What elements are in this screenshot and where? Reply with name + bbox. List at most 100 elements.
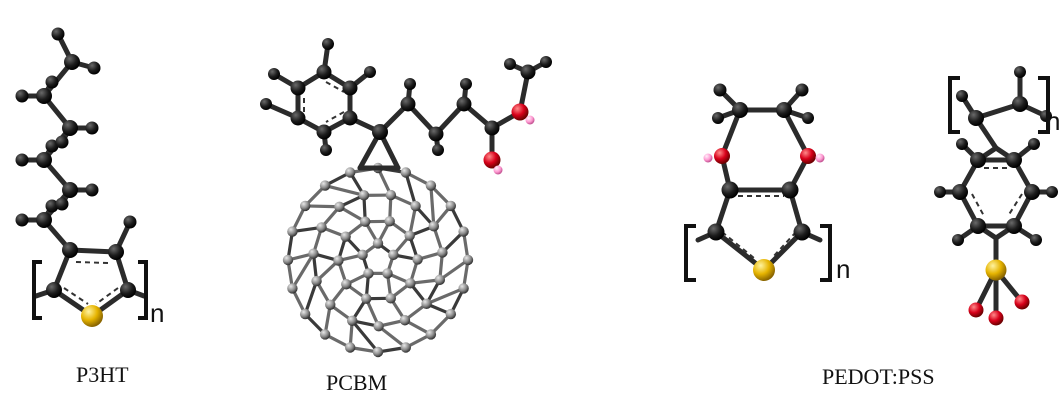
- pedot-bracket-right: [820, 226, 830, 280]
- fullerene-atom: [283, 255, 293, 265]
- fullerene-atom: [458, 226, 468, 236]
- carbon-atom: [16, 214, 29, 227]
- carbon-atom: [970, 152, 986, 168]
- carbon-atom: [934, 186, 946, 198]
- carbon-atom: [504, 58, 516, 70]
- oxygen-atom: [714, 148, 730, 164]
- fullerene-atom: [382, 268, 392, 278]
- carbon-atom: [1046, 186, 1058, 198]
- bond: [305, 281, 316, 314]
- carbon-atom: [46, 282, 62, 298]
- fullerene-atom: [429, 221, 439, 231]
- fullerene-atom: [463, 255, 473, 265]
- fullerene-atom: [446, 309, 456, 319]
- carbon-atom: [291, 81, 306, 96]
- carbon-atom: [372, 124, 388, 140]
- fullerene-atom: [373, 321, 383, 331]
- fullerene-atom: [446, 201, 456, 211]
- hydrogen-atom: [494, 166, 503, 175]
- p3ht-subscript: n: [150, 298, 164, 328]
- pss-bracket-left: [950, 78, 960, 132]
- fullerene-atom: [401, 167, 411, 177]
- fullerene-cage: [283, 163, 473, 357]
- carbon-atom: [432, 144, 444, 156]
- carbon-atom: [540, 56, 552, 68]
- carbon-atom: [485, 121, 500, 136]
- fullerene-atom: [373, 238, 383, 248]
- fullerene-atom: [347, 316, 357, 326]
- fullerene-atom: [334, 202, 344, 212]
- pss-subscript: n: [1046, 106, 1060, 136]
- carbon-atom: [317, 65, 332, 80]
- aromatic-bond: [972, 194, 984, 216]
- oxygen-atom: [989, 311, 1004, 326]
- fullerene-atom: [357, 250, 367, 260]
- carbon-atom: [776, 102, 792, 118]
- caption-pcbm: PCBM: [326, 370, 387, 396]
- carbon-atom: [86, 184, 99, 197]
- carbon-atom: [796, 84, 809, 97]
- carbon-atom: [1028, 138, 1040, 150]
- p3ht-structure: n: [16, 28, 165, 329]
- fullerene-atom: [458, 283, 468, 293]
- sulfur-atom: [753, 259, 775, 281]
- sulfur-atom: [81, 305, 103, 327]
- carbon-atom: [722, 182, 739, 199]
- fullerene-atom: [385, 216, 395, 226]
- fullerene-atom: [300, 309, 310, 319]
- fullerene-atom: [412, 254, 422, 264]
- carbon-atom: [952, 234, 964, 246]
- fullerene-atom: [333, 255, 343, 265]
- carbon-atom: [16, 90, 29, 103]
- fullerene-atom: [345, 342, 355, 352]
- oxygen-atom: [1015, 295, 1030, 310]
- fullerene-atom: [287, 226, 297, 236]
- fullerene-atom: [300, 201, 310, 211]
- carbon-atom: [802, 112, 814, 124]
- fullerene-atom: [359, 190, 369, 200]
- fullerene-atom: [320, 180, 330, 190]
- fullerene-atom: [341, 279, 351, 289]
- oxygen-atom: [800, 148, 816, 164]
- aromatic-bond: [722, 232, 754, 258]
- hydrogen-atom: [816, 154, 825, 163]
- pedot-subscript: n: [836, 254, 850, 284]
- carbon-atom: [782, 182, 799, 199]
- fullerene-atom: [345, 167, 355, 177]
- fullerene-atom: [388, 250, 398, 260]
- fullerene-atom: [361, 293, 371, 303]
- fullerene-atom: [435, 275, 445, 285]
- carbon-atom: [317, 125, 332, 140]
- fullerene-atom: [360, 216, 370, 226]
- fullerene-atom: [421, 299, 431, 309]
- carbon-atom: [521, 65, 536, 80]
- carbon-atom: [794, 224, 811, 241]
- carbon-atom: [1030, 234, 1042, 246]
- carbon-atom: [708, 224, 725, 241]
- carbon-atom: [1006, 218, 1022, 234]
- pcbm-structure: [260, 38, 552, 357]
- pedot-structure: n: [686, 84, 850, 285]
- carbon-atom: [291, 111, 306, 126]
- carbon-atom: [429, 127, 444, 142]
- carbon-atom: [404, 78, 416, 90]
- fullerene-atom: [405, 278, 415, 288]
- carbon-atom: [1006, 152, 1022, 168]
- carbon-atom: [16, 154, 29, 167]
- carbon-atom: [56, 198, 69, 211]
- carbon-atom: [457, 97, 472, 112]
- fullerene-atom: [363, 268, 373, 278]
- carbon-atom: [1012, 96, 1028, 112]
- fullerene-atom: [426, 180, 436, 190]
- caption-p3ht: P3HT: [76, 362, 129, 388]
- fullerene-atom: [311, 276, 321, 286]
- carbon-atom: [343, 81, 358, 96]
- carbon-atom: [460, 78, 472, 90]
- fullerene-atom: [308, 248, 318, 258]
- carbon-atom: [64, 54, 80, 70]
- caption-pedot-pss: PEDOT:PSS: [822, 364, 935, 390]
- carbon-atom: [108, 244, 124, 260]
- carbon-atom: [36, 212, 52, 228]
